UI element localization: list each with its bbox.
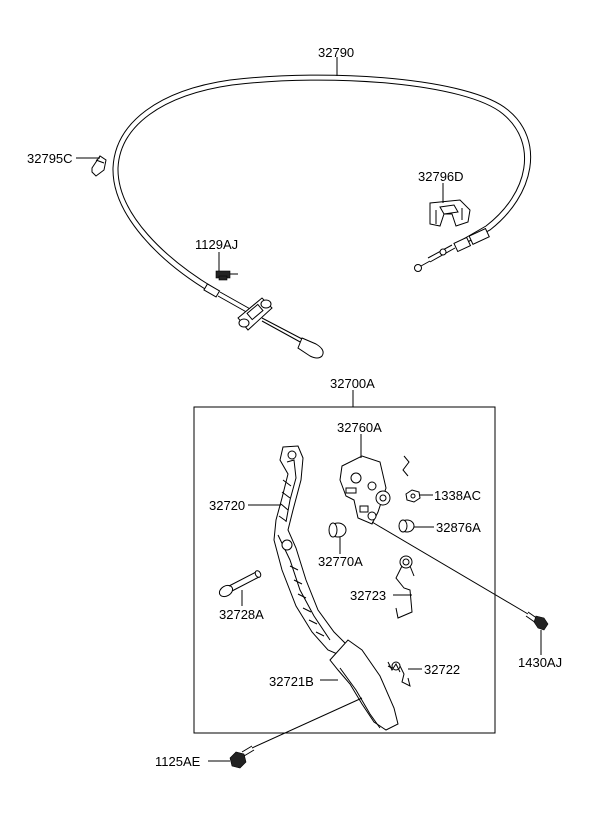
throttle-cable (112, 74, 532, 359)
label-bolt-bottom: 1125AE (155, 754, 201, 769)
spring-upper-part (395, 555, 415, 619)
cap-part (398, 519, 415, 533)
bolt-top-part (215, 270, 238, 281)
label-assembly: 32700A (330, 376, 375, 391)
pedal-arm-part (273, 445, 349, 657)
label-clip: 32795C (27, 151, 73, 166)
pin-part (218, 570, 262, 598)
label-plate: 32760A (337, 420, 382, 435)
leader-bolt-right-line (371, 521, 529, 615)
assembly-frame (193, 406, 496, 734)
label-nut: 1338AC (434, 488, 481, 503)
label-pin: 32728A (219, 607, 264, 622)
label-cable: 32790 (318, 45, 354, 60)
label-bushing: 32770A (318, 554, 363, 569)
pedal-pad-part (329, 639, 399, 731)
label-spring-lower: 32722 (424, 662, 460, 677)
bolt-bottom-part (229, 745, 255, 769)
label-bracket: 32796D (418, 169, 464, 184)
clip-part (91, 155, 107, 177)
spring-lower-part (387, 661, 411, 687)
leader-bolt-bottom-line (251, 697, 363, 749)
label-spring-upper: 32723 (350, 588, 386, 603)
nut-part (405, 489, 421, 503)
bolt-right-part (525, 611, 549, 631)
label-bolt-right: 1430AJ (518, 655, 562, 670)
label-pedal-arm: 32720 (209, 498, 245, 513)
label-pedal-pad: 32721B (269, 674, 314, 689)
mounting-plate-part (339, 455, 410, 525)
bracket-part (429, 199, 471, 227)
bushing-part (328, 522, 347, 538)
label-cap: 32876A (436, 520, 481, 535)
label-bolt-top: 1129AJ (195, 237, 238, 252)
